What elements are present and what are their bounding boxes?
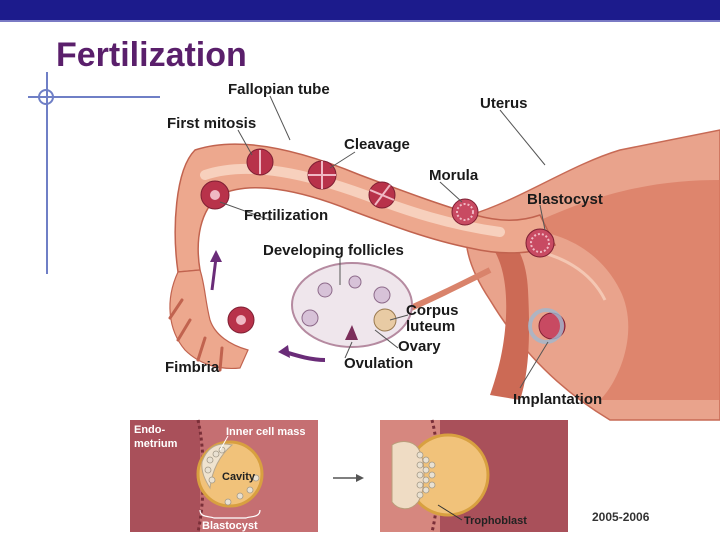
label-fertilization: Fertilization [244,207,328,224]
inset-label-blastocyst: Blastocyst [202,520,258,532]
leader-lines [219,95,549,389]
inset-implantation-panel: Trophoblast [380,419,568,533]
morula-texture [456,203,474,221]
label-uterus: Uterus [480,95,528,112]
implantation-halo [528,308,564,344]
uterus-muscle [470,220,530,400]
follicle [301,309,319,327]
inset-label-cavity: Cavity [222,471,256,483]
fallopian-tube [174,143,557,273]
label-ovulation: Ovulation [344,355,413,372]
corpus-luteum-body [373,308,397,332]
label-corpus: Corpus [406,302,459,319]
inset-label-endo: Endo- [134,424,165,436]
top-banner [0,0,720,20]
label-fallopian-tube: Fallopian tube [228,81,330,98]
top-banner-underline [0,20,720,22]
ovulation-arrowhead [278,345,290,358]
inset-blastocyst-panel: Endo- metrium Inner cell mass Cavity Bla… [130,419,318,533]
fallopian-tube-lumen [200,163,505,237]
follicle [317,282,333,298]
uterus-wall [520,180,720,400]
cleavage-divisions-2 [369,184,395,206]
slide-footer-year: 2005-2006 [592,510,650,524]
label-blastocyst: Blastocyst [527,191,603,208]
morula-cell [451,198,479,226]
decor-vertical-line [46,72,48,274]
label-cleavage: Cleavage [344,136,410,153]
fimbria-arrowhead [210,250,222,262]
slide-title: Fertilization [56,36,247,74]
blastocyst-texture [530,233,550,253]
inset-label-inner-cell-mass: Inner cell mass [226,426,306,438]
fimbria-arrow [210,257,218,291]
decor-horizontal-line [28,96,160,98]
inset-arrowhead [356,474,364,482]
label-ovary: Ovary [398,338,441,355]
label-first-mitosis: First mitosis [167,115,256,132]
label-morula: Morula [429,167,479,184]
zygote-nucleus [210,190,220,200]
cleavage-divisions [308,161,336,189]
fimbria-egg-nucleus [236,315,246,325]
inset-label-metrium: metrium [134,438,178,450]
label-luteum: luteum [406,318,455,335]
label-developing-follicles: Developing follicles [263,242,404,259]
label-implantation: Implantation [513,391,602,408]
ovulation-arrow [284,350,326,362]
fimbria-shape [169,269,249,370]
follicle [373,286,391,304]
label-fimbria: Fimbria [165,359,220,376]
inset-label-trophoblast: Trophoblast [464,515,527,527]
ovulation-site [345,325,358,340]
decor-crosshair-icon [38,89,54,105]
fimbria-fingers [168,298,224,372]
follicle [348,275,362,289]
